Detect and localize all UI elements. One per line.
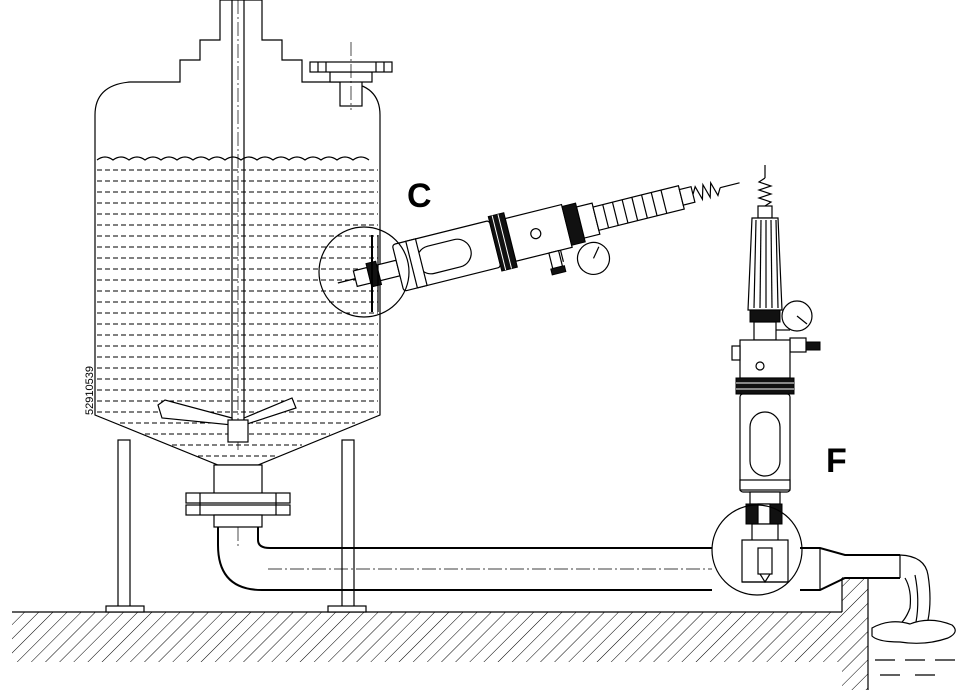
detail-circle-f (711, 504, 803, 596)
ground (12, 577, 869, 690)
detail-circle-c (318, 226, 410, 318)
sensor-assembly-c (337, 180, 740, 292)
top-nozzle (309, 42, 393, 110)
sensor-assembly-f (731, 165, 821, 584)
bottom-outlet (185, 464, 291, 528)
drawing-number: 52910539 (84, 366, 96, 415)
liquid-level-lines (97, 169, 378, 457)
tank-legs (105, 439, 367, 613)
tank-mount-c (371, 235, 379, 312)
label-c: C (407, 177, 432, 215)
label-f: F (826, 442, 847, 480)
liquid-surface (96, 156, 370, 161)
pipeline (217, 527, 956, 676)
tank (94, 0, 381, 466)
